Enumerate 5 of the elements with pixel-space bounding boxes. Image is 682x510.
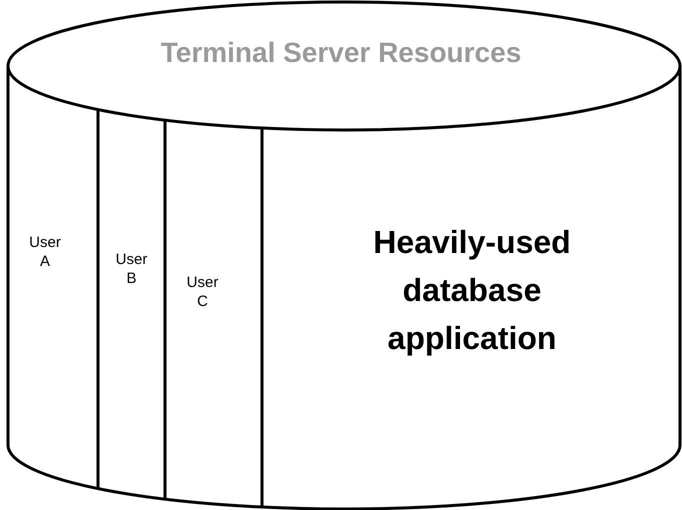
section-label: User B — [114, 251, 148, 288]
section-label: User C — [186, 274, 220, 312]
section-label: User A — [28, 234, 62, 272]
cylinder-title: Terminal Server Resources — [160, 38, 522, 69]
section-label: Heavily-used database application — [372, 223, 572, 358]
